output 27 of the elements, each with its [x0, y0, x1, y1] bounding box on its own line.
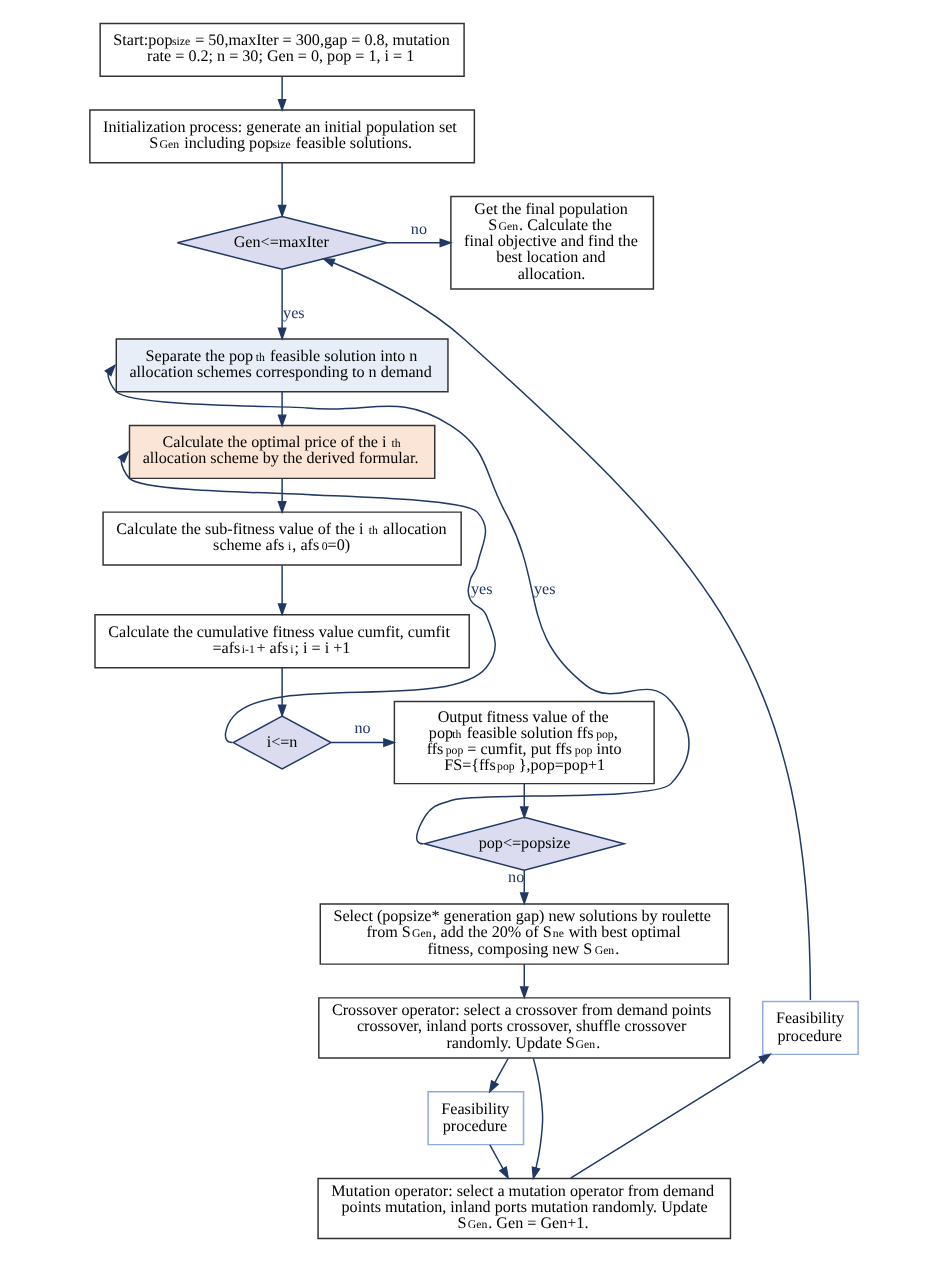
node-box: Feasibility procedure [762, 1000, 859, 1056]
edge-label: yes [534, 580, 556, 599]
arrow [330, 737, 397, 748]
arrow [277, 477, 287, 515]
node-diamond: i<=n [231, 715, 333, 770]
arrow [386, 238, 453, 248]
arrow [277, 667, 287, 718]
arrow [519, 869, 529, 906]
arrow [277, 75, 287, 113]
node-diamond: pop<=popsize [421, 816, 628, 871]
arrow [519, 783, 529, 820]
arrow [277, 162, 287, 219]
arrow [519, 963, 529, 1000]
arrow [489, 1144, 510, 1180]
edge-label: no [410, 219, 427, 238]
node-box: Feasibility procedure [427, 1091, 525, 1146]
edge-label: no [508, 868, 525, 887]
edge-label: no [354, 719, 371, 738]
edge-label: yes [283, 304, 305, 323]
arrow [277, 564, 287, 617]
arrow [531, 1057, 544, 1181]
arrow [277, 391, 287, 428]
arrow [488, 1057, 509, 1094]
edge-label: yes [470, 580, 493, 599]
arrow [569, 1053, 772, 1179]
arrow [117, 450, 496, 744]
arrow [277, 268, 287, 341]
